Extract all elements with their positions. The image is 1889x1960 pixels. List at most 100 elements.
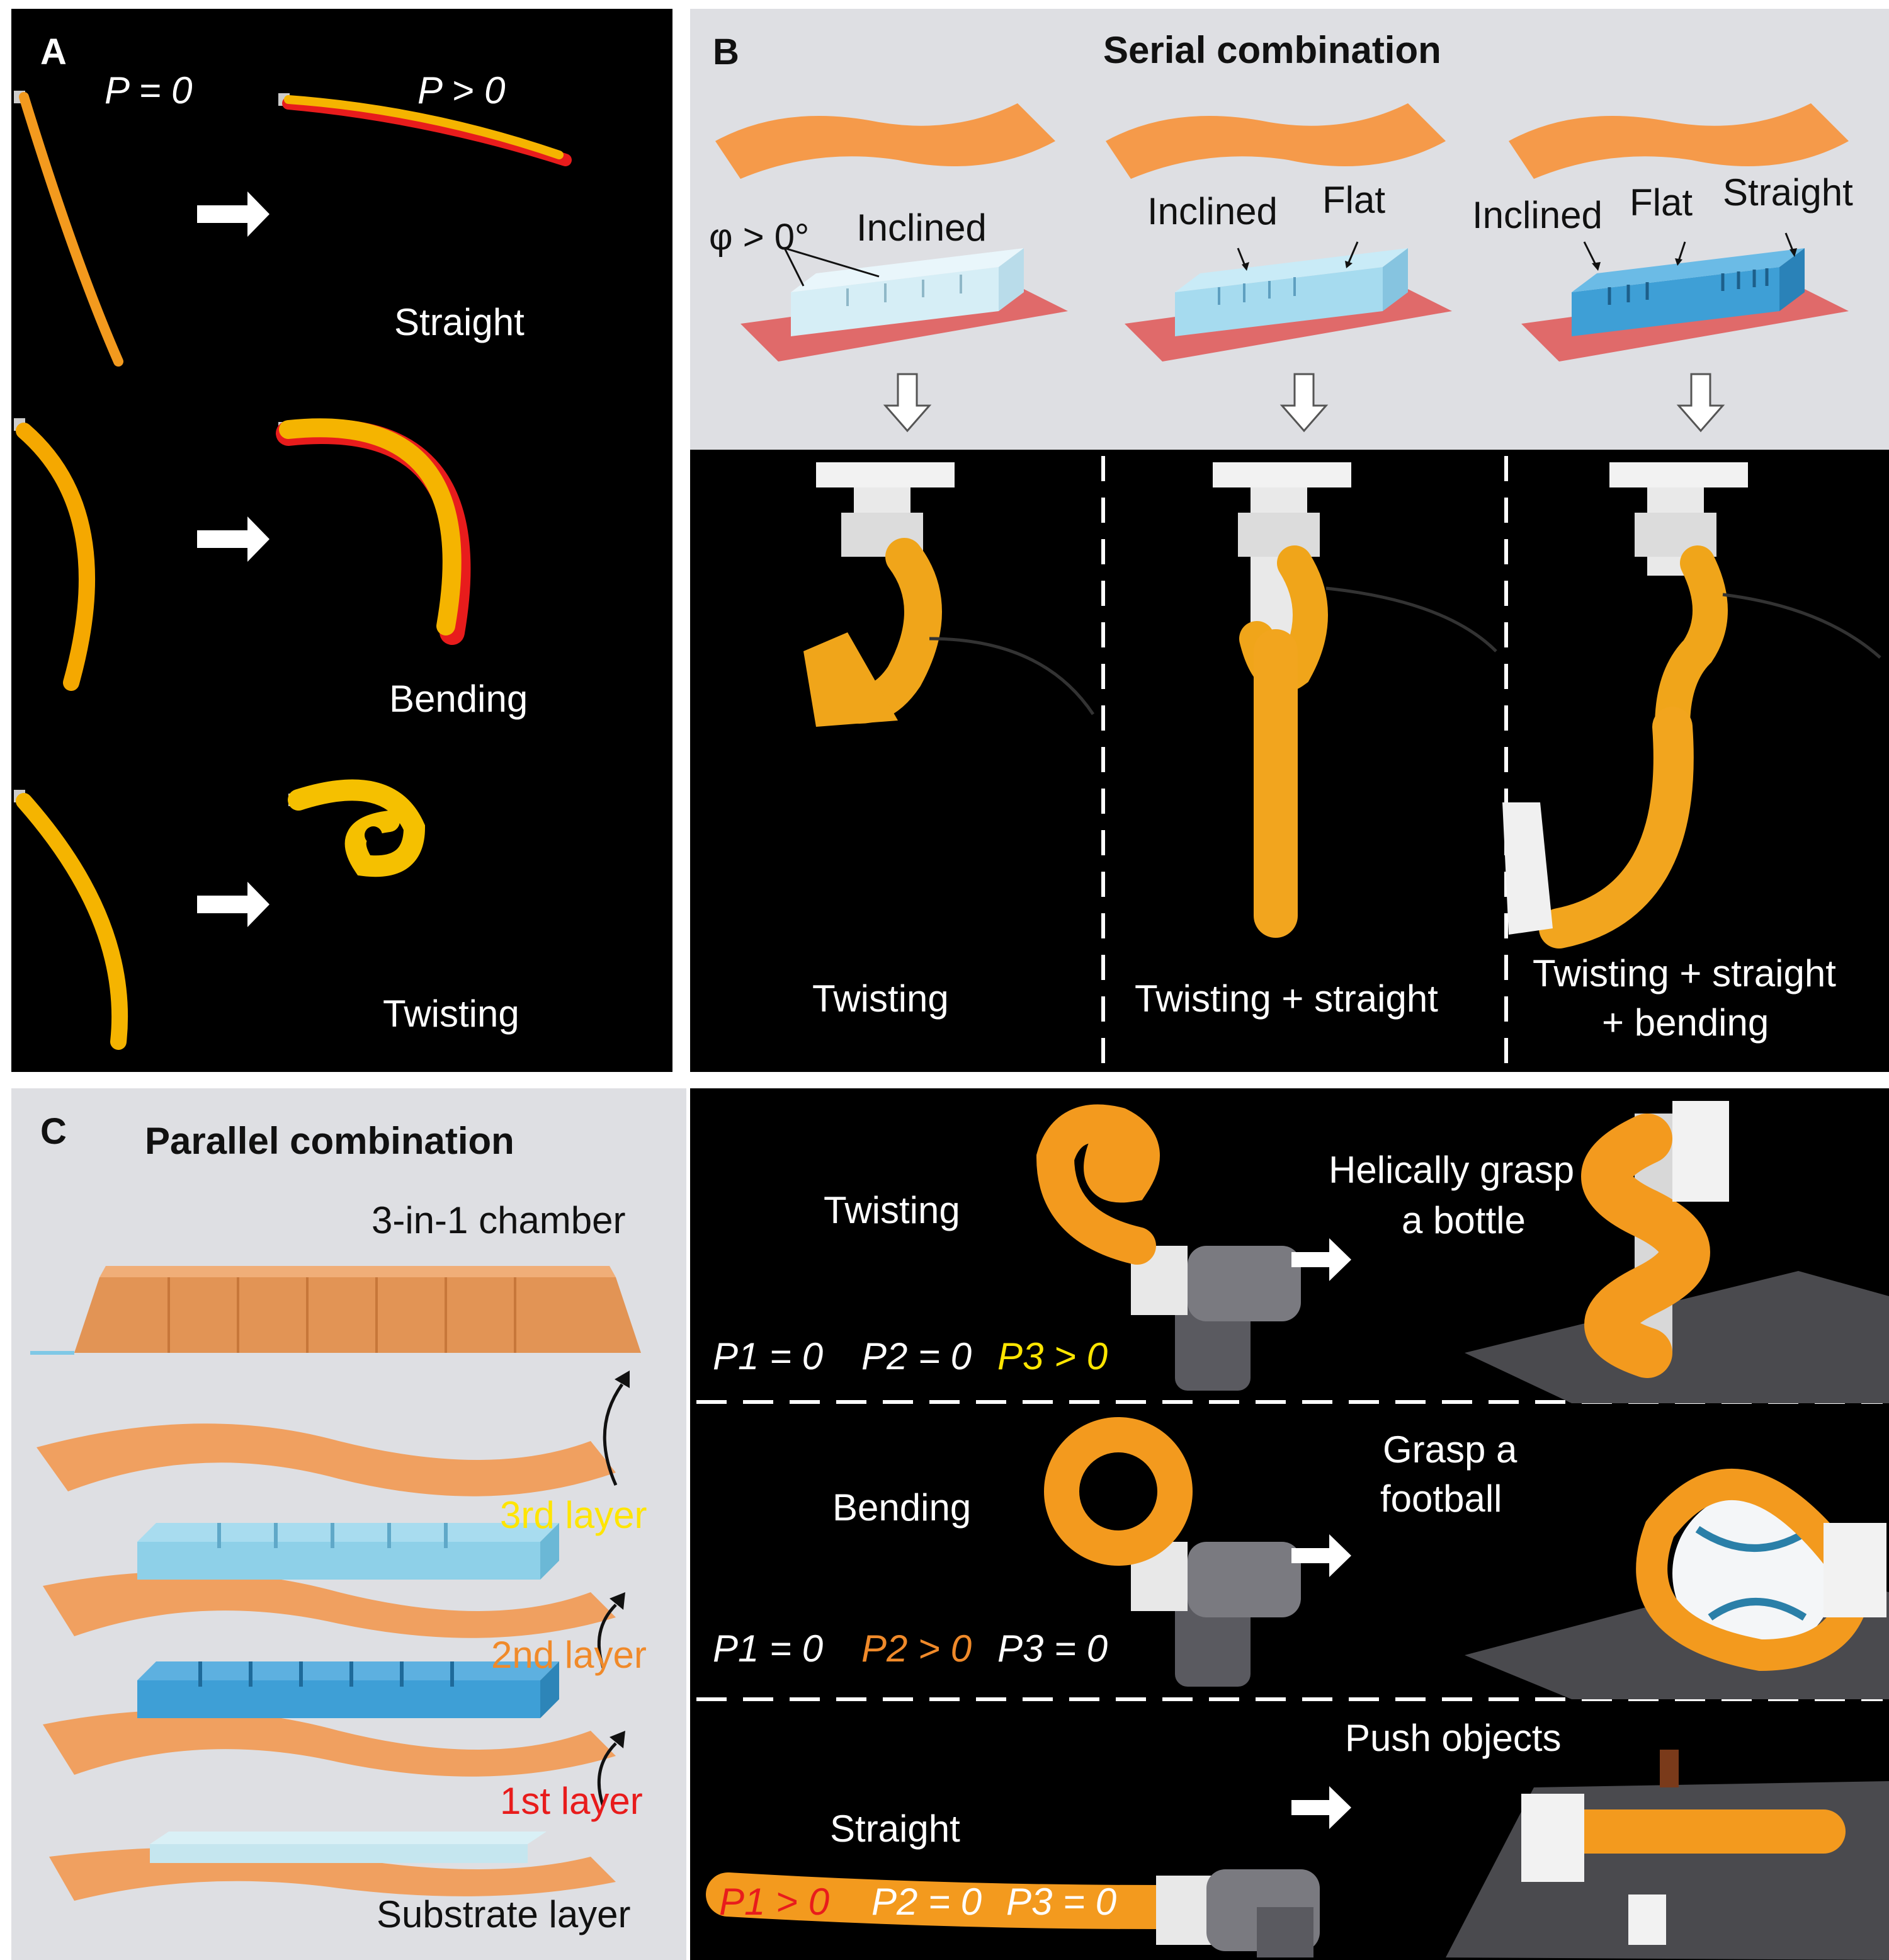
- row2-action-line1: Grasp a: [1383, 1428, 1517, 1471]
- arrow-right-icon: [197, 882, 269, 927]
- col2-flat-label: Flat: [1322, 179, 1386, 221]
- row1-p2: P2 = 0: [861, 1335, 972, 1377]
- arrow-right-icon: [1291, 1238, 1351, 1281]
- down-arrow-icon: [1676, 373, 1725, 433]
- col3-caption-line2: + bending: [1602, 1001, 1769, 1044]
- panel-c-layer-stack: [30, 1266, 641, 1901]
- block-light-blue: [137, 1523, 559, 1580]
- actuator-bending-row2: [1044, 1417, 1193, 1566]
- table-row1: [1465, 1271, 1889, 1403]
- film-3: [37, 1423, 616, 1496]
- actuator-helical-grasp: [1581, 1114, 1710, 1378]
- panel-c-photos: Twisting Helically grasp a bottle P1 = 0…: [690, 1088, 1889, 1960]
- row3-mode-label: Straight: [830, 1808, 960, 1850]
- col2-inclined-label: Inclined: [1147, 190, 1278, 232]
- panel-a: A P = 0 P > 0 Straight Bending Twisting: [11, 9, 672, 1072]
- panel-b-photo-illustrations: [803, 456, 1881, 1067]
- curved-arrow-icon: [603, 1383, 624, 1486]
- row2-p3: P3 = 0: [997, 1627, 1108, 1670]
- third-layer-label: 3rd layer: [500, 1494, 647, 1536]
- pushed-object-1: [1521, 1794, 1584, 1882]
- mode-twisting-label: Twisting: [383, 993, 519, 1035]
- robot-arm-row3: [1156, 1869, 1320, 1957]
- row2-p1: P1 = 0: [713, 1627, 824, 1670]
- actuator-relaxed-twisting: [16, 793, 128, 1050]
- panel-b-photos: Twisting Twisting + straight Twisting + …: [690, 450, 1889, 1072]
- panel-c-title: Parallel combination: [145, 1120, 514, 1162]
- actuator-grasp-football: [1636, 1468, 1871, 1672]
- second-layer-label: 2nd layer: [491, 1634, 647, 1676]
- angle-label: φ > 0°: [709, 217, 810, 258]
- block-dark-blue: [137, 1661, 559, 1718]
- mode-bending-label: Bending: [389, 678, 528, 720]
- table-row3: [1446, 1781, 1889, 1960]
- wavy-film-3: [1509, 103, 1849, 179]
- block-inclined: [791, 248, 1024, 336]
- film-1: [43, 1710, 616, 1777]
- down-arrow-icon: [883, 373, 932, 433]
- row3-p1: P1 > 0: [719, 1881, 830, 1923]
- panel-a-actuator-illustrations: [14, 91, 572, 1050]
- chamber-3-in-1: [30, 1266, 641, 1355]
- mode-straight-label: Straight: [394, 301, 525, 343]
- pushed-object-2: [1628, 1894, 1666, 1945]
- mount-fixture-1: [816, 462, 955, 557]
- row3-action-line1: Push objects: [1345, 1717, 1562, 1759]
- p-zero-text: P = 0: [105, 69, 193, 111]
- actuator-twisting-3: [1655, 545, 1728, 744]
- mount-fixture-3: [1609, 462, 1748, 576]
- row2-mode-label: Bending: [832, 1486, 972, 1529]
- actuator-relaxed-straight: [19, 92, 123, 367]
- actuator-straight-row3: [706, 1872, 1184, 1929]
- substrate-layer-label: Substrate layer: [377, 1893, 631, 1935]
- row2-p2: P2 > 0: [861, 1627, 972, 1670]
- panel-a-letter: A: [40, 31, 67, 72]
- arrow-right-icon: [197, 516, 269, 562]
- wavy-film-2: [1106, 103, 1446, 179]
- row1-mode-label: Twisting: [824, 1189, 960, 1231]
- robot-arm-row2: [1131, 1542, 1301, 1687]
- arrow-right-icon: [197, 191, 269, 237]
- col1-caption: Twisting: [812, 977, 949, 1020]
- col3-inclined-label: Inclined: [1472, 194, 1603, 236]
- arrow-right-icon: [1291, 1786, 1351, 1829]
- angle-indicator: [783, 247, 880, 287]
- down-arrow-icon: [1279, 373, 1329, 433]
- first-layer-label: 1st layer: [500, 1780, 643, 1822]
- row1-action-line2: a bottle: [1402, 1199, 1526, 1241]
- row1-action-line1: Helically grasp: [1329, 1149, 1575, 1191]
- panel-b-schematics: [715, 103, 1849, 433]
- pushed-object-3: [1660, 1750, 1679, 1787]
- robot-arm-row1: [1131, 1246, 1301, 1391]
- p-zero-label: P = 0: [105, 72, 193, 110]
- col3-straight-label: Straight: [1723, 171, 1853, 214]
- block-substrate: [150, 1832, 547, 1863]
- row2-action-line2: football: [1380, 1478, 1502, 1520]
- actuator-bending-3: [1539, 707, 1694, 949]
- block-inclined-flat-straight: [1572, 248, 1805, 336]
- actuator-inflated-twisting: [288, 779, 426, 877]
- actuator-inflated-bending: [279, 418, 462, 635]
- p-positive-text: P > 0: [417, 69, 506, 111]
- panel-b: B Serial combination: [690, 9, 1889, 450]
- row1-p3: P3 > 0: [997, 1335, 1108, 1377]
- panel-b-title: Serial combination: [1103, 29, 1441, 71]
- row3-p2: P2 = 0: [871, 1881, 982, 1923]
- curved-arrow-icon: [597, 1604, 617, 1668]
- film-2: [43, 1571, 616, 1638]
- col1-inclined-label: Inclined: [856, 207, 987, 249]
- chamber-label: 3-in-1 chamber: [372, 1199, 626, 1241]
- arrow-right-icon: [1291, 1534, 1351, 1577]
- col3-flat-label: Flat: [1630, 181, 1693, 224]
- row1-p1: P1 = 0: [713, 1335, 824, 1377]
- panel-b-letter: B: [713, 31, 739, 72]
- panel-c-schematic: C Parallel combination 3-in-1 chamber: [11, 1088, 686, 1960]
- actuator-relaxed-bending: [16, 423, 95, 691]
- p-positive-label: P > 0: [417, 72, 506, 110]
- wavy-film-1: [715, 103, 1055, 179]
- curved-arrow-icon: [597, 1742, 617, 1807]
- col3-caption-line1: Twisting + straight: [1533, 952, 1836, 994]
- actuator-inflated-straight: [284, 95, 564, 159]
- col2-caption: Twisting + straight: [1135, 977, 1438, 1020]
- actuator-coil-row1: [1036, 1104, 1160, 1265]
